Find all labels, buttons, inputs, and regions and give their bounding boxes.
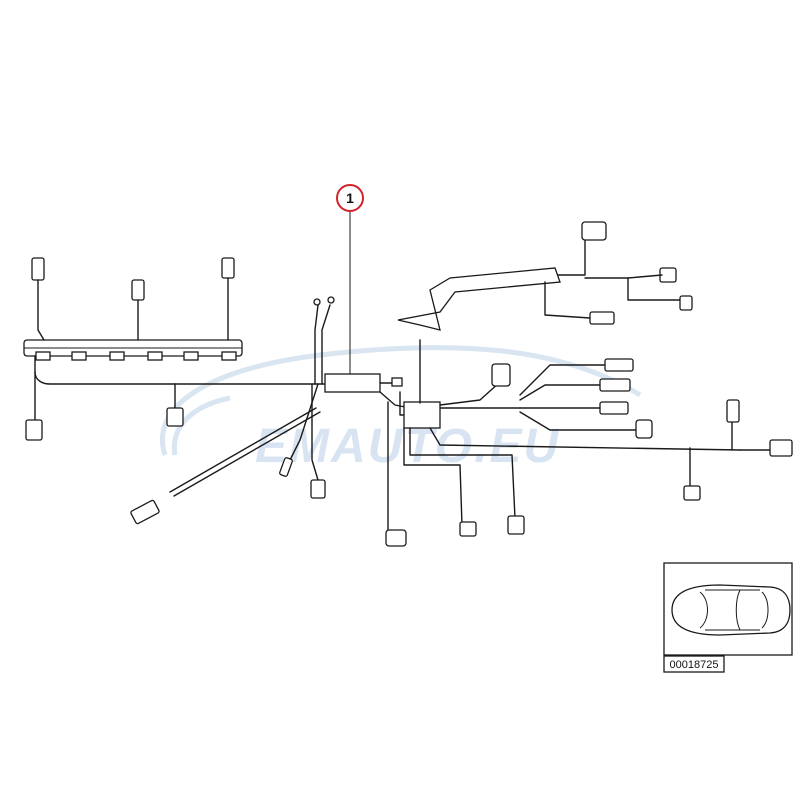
reference-number: 00018725 bbox=[670, 659, 719, 671]
car-top-view-icon bbox=[671, 584, 791, 636]
callout-1: 1 bbox=[336, 184, 364, 374]
right-harness-branches bbox=[379, 221, 793, 547]
callout-label: 1 bbox=[346, 190, 354, 206]
car-thumbnail: 00018725 bbox=[663, 562, 793, 673]
callout-ring bbox=[336, 184, 364, 212]
watermark: EMAUTO.EU bbox=[159, 345, 642, 473]
injector-rail bbox=[23, 257, 243, 361]
main-harness-trunk bbox=[25, 296, 403, 525]
